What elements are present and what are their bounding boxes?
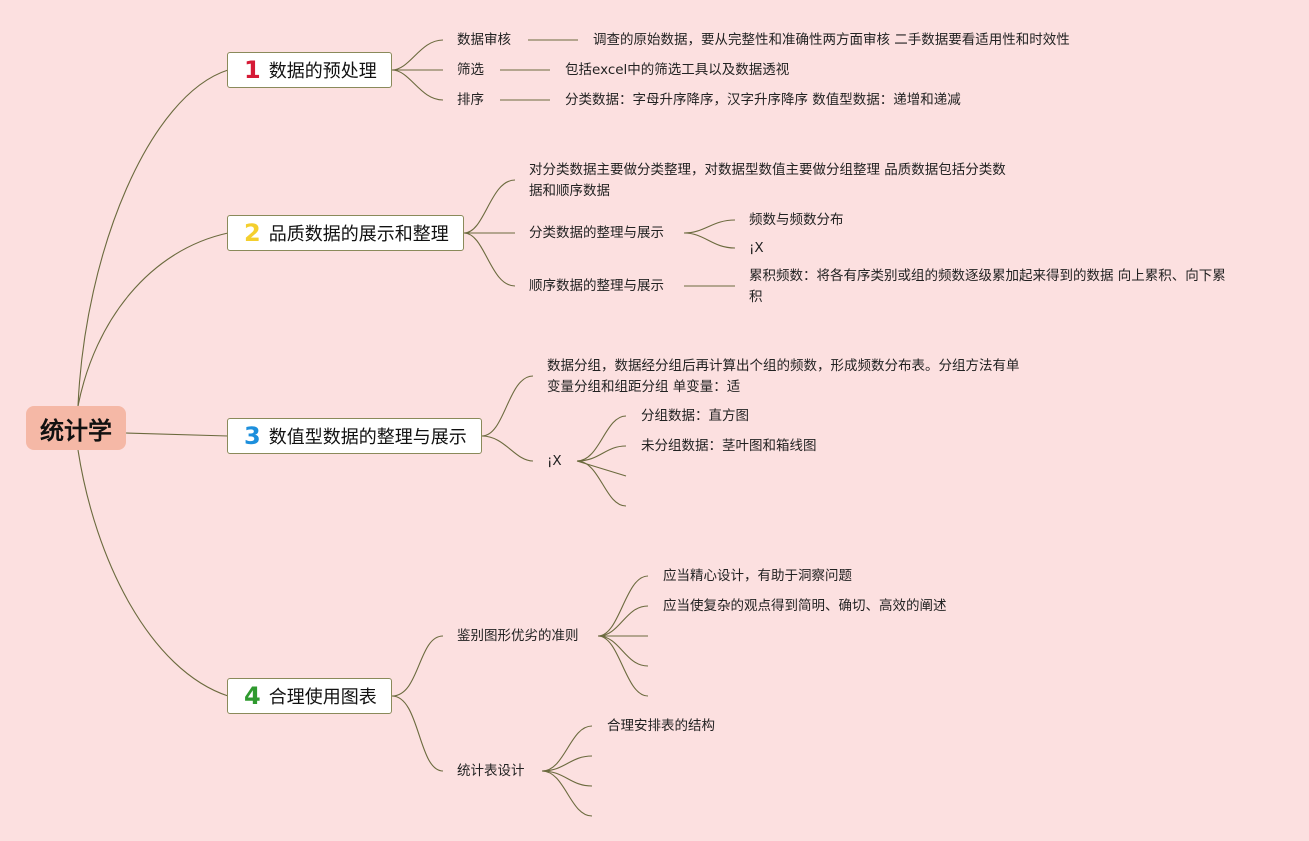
link-b4-s2-c1 [541,725,593,772]
branch-node-numerical[interactable]: 3 数值型数据的整理与展示 [227,418,482,454]
branch-label: 合理使用图表 [268,687,377,708]
branch-node-preprocessing[interactable]: 1 数据的预处理 [227,52,392,88]
node-categorical-more[interactable]: ¡X [749,240,764,256]
number-4-icon: 4 [244,682,261,710]
link-b3-c4 [576,460,627,507]
node-filter-detail[interactable]: 包括excel中的筛选工具以及数据透视 [565,62,790,78]
note-line: 变量分组和组距分组 单变量：适 [547,379,741,395]
link-b1-i1 [391,39,444,71]
node-ordinal-display[interactable]: 顺序数据的整理与展示 [529,278,664,294]
node-stem-leaf-boxplot[interactable]: 未分组数据：茎叶图和箱线图 [641,438,817,454]
node-categorical-display[interactable]: 分类数据的整理与展示 [529,225,664,241]
node-table-structure[interactable]: 合理安排表的结构 [607,718,715,734]
link-b2-note [463,179,516,234]
node-sort[interactable]: 排序 [457,92,484,108]
node-qualitative-note[interactable]: 对分类数据主要做分类整理，对数据型数值主要做分组整理 品质数据包括分类数 据和顺… [529,160,1006,202]
detail-line: 积 [749,289,763,305]
link-root-branch2 [77,232,229,407]
node-chart-criteria[interactable]: 鉴别图形优劣的准则 [457,628,579,644]
node-data-review-detail[interactable]: 调查的原始数据，要从完整性和准确性两方面审核 二手数据要看适用性和时效性 [593,32,1070,48]
link-b3-sub [481,435,534,462]
number-2-icon: 2 [244,219,261,247]
node-histogram[interactable]: 分组数据：直方图 [641,408,749,424]
link-b4-s2-c4 [541,770,593,817]
node-numerical-sub[interactable]: ¡X [547,453,562,469]
note-line: 数据分组，数据经分组后再计算出个组的频数，形成频数分布表。分组方法有单 [547,358,1020,374]
link-b2-sub1-c2 [683,232,736,249]
link-root-branch3 [125,432,229,437]
link-b2-sub2 [463,232,516,287]
node-criteria-clarity[interactable]: 应当使复杂的观点得到简明、确切、高效的阐述 [663,598,947,614]
link-root-branch1 [77,69,229,407]
node-table-design[interactable]: 统计表设计 [457,763,525,779]
node-sort-detail[interactable]: 分类数据：字母升序降序，汉字升序降序 数值型数据：递增和递减 [565,92,961,108]
link-b3-note [481,375,534,437]
link-b4-s2-c2 [541,755,593,772]
branch-node-charts[interactable]: 4 合理使用图表 [227,678,392,714]
number-3-icon: 3 [244,422,261,450]
link-b1-i3 [391,69,444,101]
link-root-branch4 [77,449,229,697]
link-b4-s1-c5 [597,635,649,697]
detail-line: 累积频数：将各有序类别或组的频数逐级累加起来得到的数据 向上累积、向下累 [749,268,1226,284]
branch-label: 数据的预处理 [268,61,377,82]
note-line: 对分类数据主要做分类整理，对数据型数值主要做分组整理 品质数据包括分类数 [529,162,1006,178]
branch-label: 品质数据的展示和整理 [268,224,449,245]
link-b4-sub1 [391,635,444,697]
root-label: 统计学 [40,416,112,445]
link-b4-s1-c1 [597,575,649,637]
node-criteria-design[interactable]: 应当精心设计，有助于洞察问题 [663,568,852,584]
node-numerical-note[interactable]: 数据分组，数据经分组后再计算出个组的频数，形成频数分布表。分组方法有单 变量分组… [547,356,1020,398]
branch-label: 数值型数据的整理与展示 [268,427,467,448]
link-b2-sub1-c1 [683,219,736,234]
link-b3-c2 [576,445,627,462]
node-cumulative-frequency[interactable]: 累积频数：将各有序类别或组的频数逐级累加起来得到的数据 向上累积、向下累 积 [749,266,1226,308]
root-node[interactable]: 统计学 [26,406,126,450]
branch-node-qualitative[interactable]: 2 品质数据的展示和整理 [227,215,464,251]
node-frequency-distribution[interactable]: 频数与频数分布 [749,212,844,228]
link-b4-sub2 [391,695,444,772]
link-b4-s1-c2 [597,605,649,637]
link-b3-c1 [576,415,627,462]
node-filter[interactable]: 筛选 [457,62,484,78]
link-b4-s1-c4 [597,635,649,667]
note-line: 据和顺序数据 [529,183,610,199]
number-1-icon: 1 [244,56,261,84]
node-data-review[interactable]: 数据审核 [457,32,511,48]
